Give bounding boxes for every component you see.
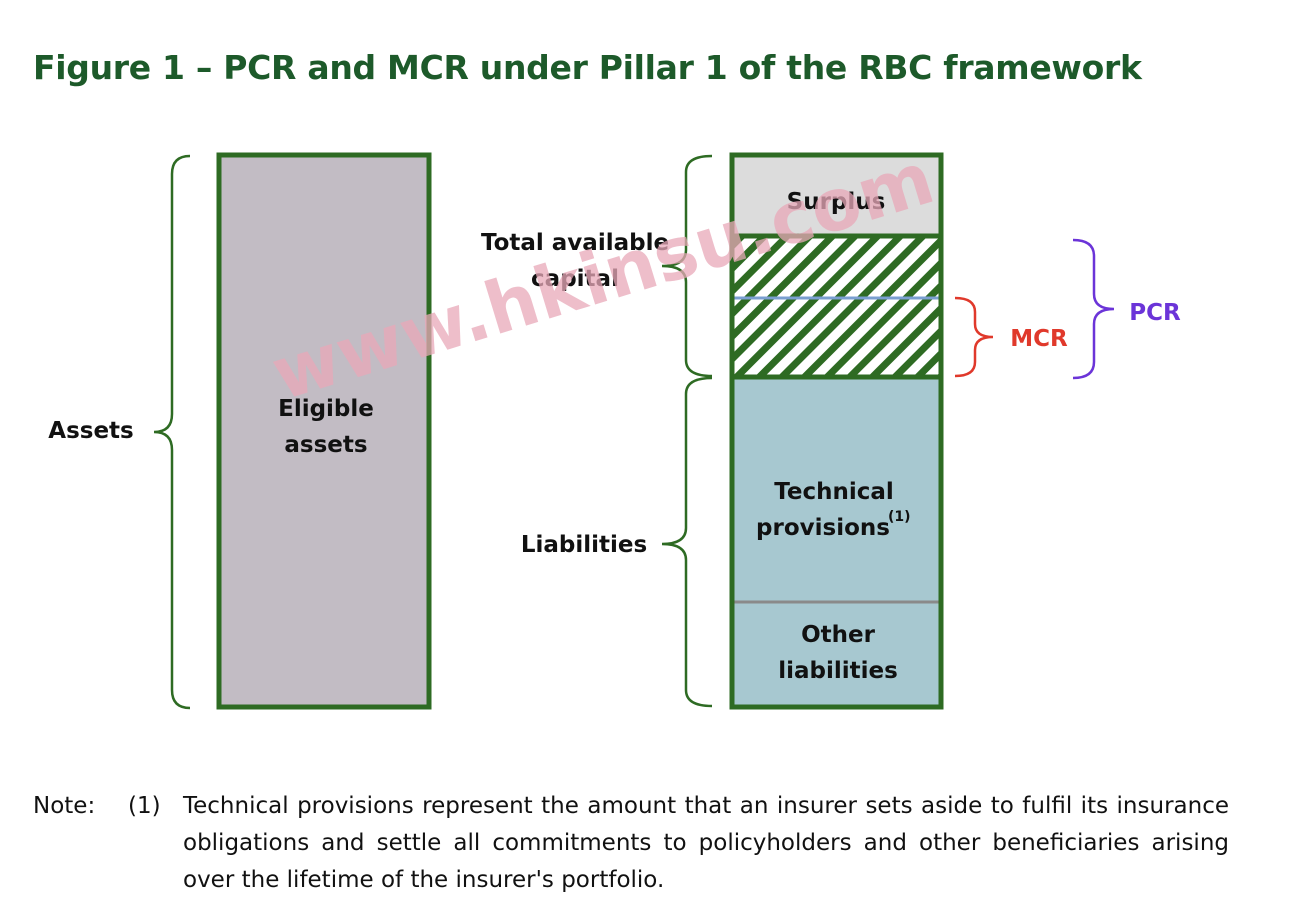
mcr-brace (954, 296, 994, 378)
liabilities-brace (661, 376, 713, 708)
note-text: Technical provisions represent the amoun… (183, 793, 1229, 893)
note-number: (1) (128, 793, 161, 819)
balance-sheet-column-border (729, 152, 944, 710)
technical-provisions-label-line1: Technical (774, 479, 894, 505)
other-liabilities-label-line2: liabilities (778, 658, 898, 684)
technical-provisions-box (732, 377, 941, 602)
pcr-label: PCR (1129, 300, 1181, 326)
surplus-box (732, 155, 941, 236)
eligible-assets-label-line1: Eligible (278, 396, 374, 422)
total-available-capital-label-line1: Total available (481, 230, 669, 256)
mcr-label: MCR (1010, 326, 1068, 352)
assets-brace (153, 154, 191, 710)
other-liabilities-box (732, 602, 941, 707)
surplus-label: Surplus (787, 189, 886, 215)
liabilities-label: Liabilities (521, 532, 647, 558)
technical-provisions-label-line2: provisions (756, 515, 890, 541)
total-available-capital-label-line2: capital (531, 266, 619, 292)
figure-title: Figure 1 – PCR and MCR under Pillar 1 of… (33, 48, 1142, 87)
eligible-assets-box (216, 152, 432, 710)
capital-requirement-hatch (732, 236, 941, 377)
technical-provisions-footnote-marker: (1) (888, 509, 911, 525)
assets-label: Assets (48, 418, 133, 444)
pcr-brace (1072, 238, 1115, 380)
other-liabilities-label-line1: Other (801, 622, 876, 648)
note-label: Note: (33, 793, 96, 819)
total-available-capital-brace (661, 154, 713, 378)
eligible-assets-label-line2: assets (284, 432, 367, 458)
